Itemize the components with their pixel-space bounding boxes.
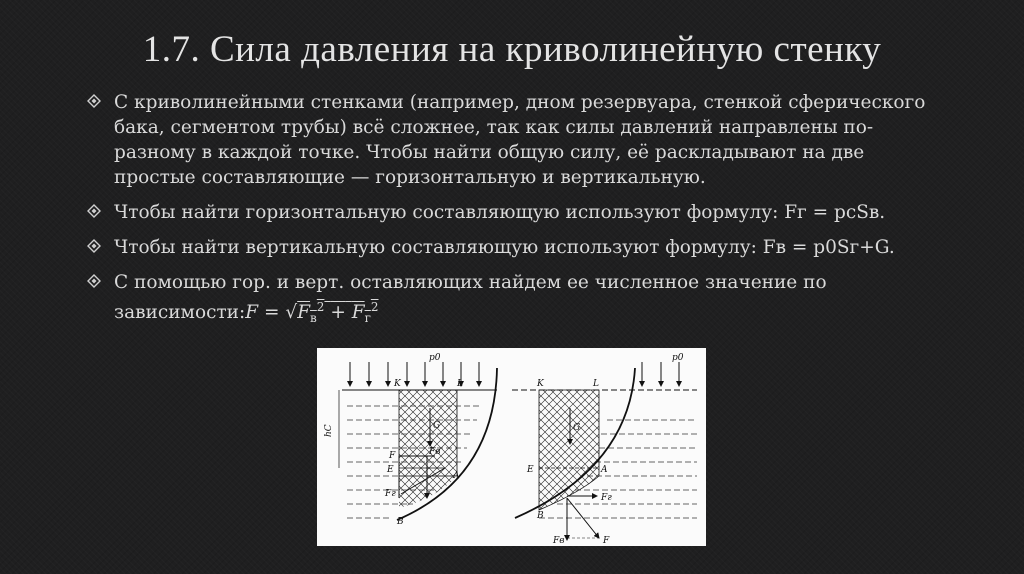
label-E-right: E — [526, 465, 534, 475]
label-L: L — [456, 379, 463, 389]
label-hc: hC — [324, 424, 334, 437]
bullet-item: Чтобы найти вертикальную составляющую ис… — [86, 235, 946, 260]
label-A: A — [452, 471, 460, 481]
formula-line: зависимости:F = √Fв2 + Fг2 — [114, 300, 379, 325]
label-Fv: Fв — [428, 447, 440, 457]
formula: F = √Fв2 + Fг2 — [245, 300, 379, 325]
label-K: K — [393, 379, 402, 389]
bullet-item: Чтобы найти горизонтальную составляющую … — [86, 200, 946, 225]
bullet-text: С помощью гор. и верт. оставляющих найде… — [114, 272, 827, 293]
bullet-text: Чтобы найти вертикальную составляющую ис… — [114, 237, 895, 258]
bullet-item: С криволинейными стенками (например, дно… — [86, 90, 946, 190]
diamond-bullet-icon — [86, 238, 102, 254]
bullet-item: С помощью гор. и верт. оставляющих найде… — [86, 270, 946, 331]
label-E: E — [386, 465, 394, 475]
label-p0-right: p0 — [672, 353, 684, 363]
left-diagram: p0 K L hC G F Fв E A — [324, 353, 498, 527]
slide-title: 1.7. Сила давления на криволинейную стен… — [142, 29, 882, 70]
bullet-text: С криволинейными стенками (например, дно… — [114, 92, 926, 188]
pressure-diagram-figure: p0 K L hC G F Fв E A — [317, 348, 706, 546]
label-K-right: K — [536, 379, 545, 389]
label-B-right: B — [536, 511, 544, 521]
bullet-list: С криволинейными стенками (например, дно… — [86, 90, 946, 341]
label-Fg: Fг — [384, 489, 396, 499]
label-F: F — [388, 451, 396, 461]
right-diagram: p0 K L G E A Fг B Fв F — [512, 353, 697, 546]
pressure-diagram: p0 K L hC G F Fв E A — [324, 353, 697, 546]
label-G-right: G — [573, 423, 580, 433]
label-A-right: A — [600, 465, 608, 475]
label-L-right: L — [592, 379, 599, 389]
label-Fg-right: Fг — [600, 493, 612, 503]
diamond-bullet-icon — [86, 203, 102, 219]
diamond-bullet-icon — [86, 93, 102, 109]
label-G: G — [433, 421, 440, 431]
label-p0: p0 — [429, 353, 441, 363]
label-Fv-right: Fв — [552, 536, 564, 546]
label-F-right: F — [602, 536, 610, 546]
diamond-bullet-icon — [86, 273, 102, 289]
bullet-text-cont: зависимости: — [114, 302, 246, 323]
bullet-text: Чтобы найти горизонтальную составляющую … — [114, 202, 886, 223]
label-B: B — [396, 517, 404, 527]
